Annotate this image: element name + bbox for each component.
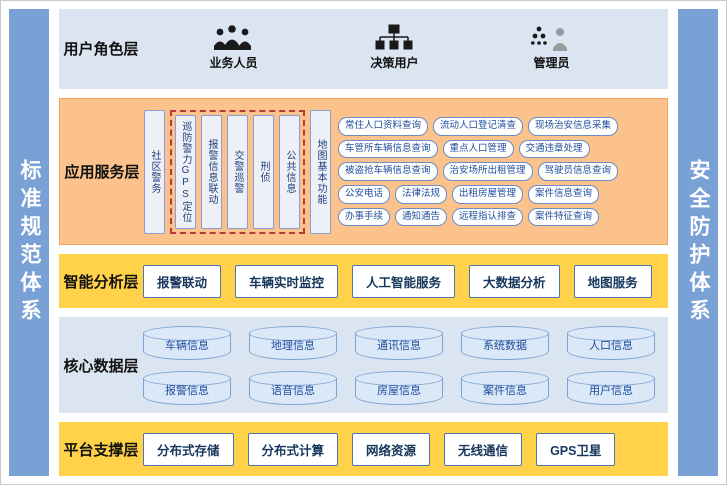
dashed-module-group: 巡防警力GPS定位 报警信息联动 交警巡警 刑侦 公共信息	[170, 109, 305, 234]
layer-label: 核心数据层	[63, 357, 139, 375]
layer-core-data: 核心数据层 车辆信息 地理信息 通讯信息 系统数据 人口信息 报警信息 语音信息…	[59, 317, 668, 414]
layer-label: 用户角色层	[63, 41, 139, 59]
module-map-basic: 地图基本功能	[310, 109, 331, 234]
module-patrol-gps: 巡防警力GPS定位	[175, 114, 196, 229]
function-node: 车管所车辆信息查询	[338, 139, 438, 159]
function-node: 办事手续	[338, 207, 391, 227]
function-row: 车管所车辆信息查询 重点人口管理 交通违章处理	[338, 139, 661, 159]
role-business-staff: 业务人员	[209, 24, 258, 71]
layer-analysis: 智能分析层 报警联动 车辆实时监控 人工智能服务 大数据分析 地图服务	[59, 254, 668, 309]
right-sidebar-security-system: 安全防护体系	[678, 9, 718, 476]
function-node: 通知通告	[395, 207, 448, 227]
role-name: 决策用户	[370, 56, 419, 71]
function-node: 案件信息查询	[528, 185, 600, 204]
function-node: 出租房屋管理	[452, 185, 524, 204]
function-node: 法律法规	[395, 185, 448, 204]
layer-label: 平台支撑层	[63, 441, 139, 459]
database-cylinder: 系统数据	[461, 326, 549, 361]
database-row: 报警信息 语音信息 房屋信息 案件信息 用户信息	[143, 370, 655, 406]
function-node: 现场治安信息采集	[528, 116, 619, 136]
vertical-modules: 社区警务 巡防警力GPS定位 报警信息联动 交警巡警 刑侦 公共信息 地图基本功…	[144, 109, 331, 234]
function-node: 驾驶员信息查询	[537, 162, 619, 181]
layer-app-service: 应用服务层 社区警务 巡防警力GPS定位 报警信息联动 交警巡警 刑侦 公共信息…	[59, 97, 668, 246]
layer-stack: 用户角色层 业务人员	[59, 9, 668, 476]
platform-node: 分布式存储	[143, 432, 234, 466]
module-alarm-linkage: 报警信息联动	[201, 114, 222, 229]
module-traffic-patrol: 交警巡警	[227, 114, 248, 229]
layer-label: 智能分析层	[63, 273, 139, 291]
database-cylinder: 地理信息	[249, 326, 337, 361]
function-node: 常住人口资料查询	[338, 116, 429, 136]
layer-platform-support: 平台支撑层 分布式存储 分布式计算 网络资源 无线通信 GPS卫星	[59, 422, 668, 476]
function-node: 案件特征查询	[528, 207, 600, 227]
function-row: 办事手续 通知通告 远程指认排查 案件特征查询	[338, 207, 661, 227]
module-public-info: 公共信息	[279, 114, 300, 229]
role-decision-user: 决策用户	[370, 24, 419, 71]
function-node: 远程指认排查	[452, 207, 524, 227]
analysis-node: 地图服务	[573, 264, 652, 298]
database-cylinder: 案件信息	[461, 371, 549, 406]
left-sidebar-standard-system: 标准规范体系	[9, 9, 49, 476]
database-cylinder: 人口信息	[567, 326, 655, 361]
platform-node: 无线通信	[444, 432, 523, 466]
role-administrator: 管理员	[531, 24, 571, 71]
database-cylinder: 房屋信息	[355, 371, 443, 406]
analysis-node: 人工智能服务	[352, 264, 456, 298]
module-community-policing: 社区警务	[144, 109, 165, 234]
org-chart-icon	[375, 24, 413, 50]
role-name: 管理员	[533, 56, 570, 71]
layer-user-role: 用户角色层 业务人员	[59, 9, 668, 89]
platform-node: 分布式计算	[247, 432, 339, 466]
module-criminal-investigation: 刑侦	[253, 114, 274, 229]
platform-node: GPS卫星	[536, 432, 616, 466]
analysis-node: 车辆实时监控	[235, 264, 339, 298]
analysis-node: 报警联动	[143, 264, 222, 298]
platform-services: 分布式存储 分布式计算 网络资源 无线通信 GPS卫星	[143, 432, 668, 466]
function-row: 常住人口资料查询 流动人口登记清查 现场治安信息采集	[338, 116, 661, 136]
database-cylinder: 通讯信息	[355, 326, 443, 361]
function-node: 治安场所出租管理	[442, 162, 533, 181]
function-row: 被盗抢车辆信息查询 治安场所出租管理 驾驶员信息查询	[338, 162, 661, 181]
database-cylinder: 语音信息	[249, 371, 337, 406]
app-service-content: 社区警务 巡防警力GPS定位 报警信息联动 交警巡警 刑侦 公共信息 地图基本功…	[144, 109, 667, 234]
people-group-icon	[214, 25, 252, 51]
function-node: 公安电话	[338, 185, 391, 204]
function-node: 流动人口登记清查	[433, 116, 524, 136]
database-row: 车辆信息 地理信息 通讯信息 系统数据 人口信息	[143, 325, 655, 361]
function-node: 交通违章处理	[518, 139, 590, 159]
function-node: 被盗抢车辆信息查询	[338, 162, 438, 181]
analysis-services: 报警联动 车辆实时监控 人工智能服务 大数据分析 地图服务	[143, 264, 668, 298]
app-function-grid: 常住人口资料查询 流动人口登记清查 现场治安信息采集 车管所车辆信息查询 重点人…	[338, 116, 661, 227]
database-grid: 车辆信息 地理信息 通讯信息 系统数据 人口信息 报警信息 语音信息 房屋信息 …	[143, 325, 675, 406]
database-cylinder: 报警信息	[143, 371, 231, 406]
admin-hierarchy-icon	[531, 27, 568, 52]
database-cylinder: 车辆信息	[143, 326, 231, 361]
role-name: 业务人员	[209, 56, 258, 71]
analysis-node: 大数据分析	[469, 264, 560, 298]
function-node: 重点人口管理	[442, 139, 514, 159]
roles-row: 业务人员 决策用户	[143, 18, 668, 79]
function-row: 公安电话 法律法规 出租房屋管理 案件信息查询	[338, 185, 661, 204]
layer-label: 应用服务层	[64, 164, 140, 182]
platform-node: 网络资源	[352, 432, 431, 466]
database-cylinder: 用户信息	[567, 371, 655, 406]
